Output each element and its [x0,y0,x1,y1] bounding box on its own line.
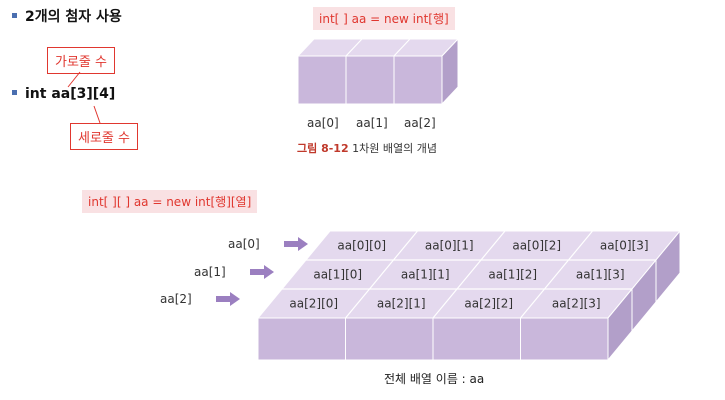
bullet-square-icon [12,12,17,18]
row-arrow-icon [284,237,308,251]
cell-label: aa[0][2] [512,239,561,253]
top-index-1: aa[1] [356,116,388,130]
row-arrow-icon [216,292,240,306]
cell-label: aa[1][0] [313,268,362,282]
array-name-caption: 전체 배열 이름 : aa [384,372,485,386]
top-code-text: int[ ] aa = new int[행] [319,12,449,26]
row-arrows [216,237,308,306]
block-front-cell [520,317,609,361]
cell-labels: aa[0][0] aa[0][1] aa[0][2] aa[0][3] aa[1][0]… [289,239,648,311]
cell-label: aa[1][3] [576,268,625,282]
bullet-two-subscripts: 2개의 첨자 사용 [12,6,122,26]
top-index-2: aa[2] [404,116,436,130]
figure-title: 1차원 배열의 개념 [352,142,437,155]
callout-row-text: 가로줄 수 [55,55,107,70]
block-col-divider [345,230,418,319]
cell-label: aa[2][0] [289,297,338,311]
block-col-divider [432,230,506,319]
top-array-cubes [296,37,460,106]
bullet-text-1: 2개의 첨자 사용 [25,9,122,25]
callout-row-count: 가로줄 수 [47,47,115,74]
cell-label: aa[0][3] [600,239,649,253]
callout-row-connector [67,71,81,88]
top-cube-side-face [441,37,459,106]
block-col-divider [520,230,593,319]
cell-label: aa[2][3] [552,297,601,311]
callout-col-connector [93,105,101,124]
cell-label: aa[1][1] [401,268,450,282]
cell-label: aa[0][0] [337,239,386,253]
cell-label: aa[0][1] [425,239,474,253]
block-front-cell [345,317,434,361]
row-label-2: aa[2] [160,292,192,306]
bullet-square-icon [12,89,17,95]
bottom-array-block [256,229,682,362]
block-front-cell [432,317,521,361]
top-index-0: aa[0] [307,116,339,130]
bottom-code-text: int[ ][ ] aa = new int[행][열] [88,195,252,209]
top-cube-front-face [393,55,443,105]
top-code-label: int[ ] aa = new int[행] [313,7,455,30]
cell-label: aa[2][1] [377,297,426,311]
row-arrow-icon [250,265,274,279]
callout-col-count: 세로줄 수 [70,123,138,150]
cell-label: aa[1][2] [488,268,537,282]
block-front-cell [257,317,346,361]
top-cube-front-face [297,55,347,105]
figure-caption: 그림 8-12 1차원 배열의 개념 [297,140,437,156]
bullet-text-2: int aa[3][4] [25,86,116,102]
row-label-0: aa[0] [228,237,260,251]
callout-col-text: 세로줄 수 [78,131,130,146]
cell-label: aa[2][2] [464,297,513,311]
top-cube-front-face [345,55,395,105]
bullet-int-declaration: int aa[3][4] [12,86,115,102]
row-label-1: aa[1] [194,265,226,279]
bottom-code-label: int[ ][ ] aa = new int[행][열] [82,190,258,213]
figure-number: 그림 8-12 [297,142,349,155]
